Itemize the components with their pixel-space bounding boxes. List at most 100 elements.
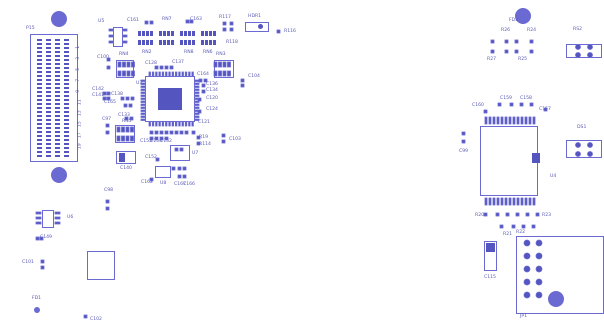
p15-pin: [55, 59, 60, 61]
p15-pin: [46, 135, 51, 137]
rn-pad: [138, 31, 141, 36]
label-c121: C121: [198, 120, 210, 125]
p15-pin: [64, 139, 69, 141]
p15-pin: [55, 43, 60, 45]
p15-pin: [64, 79, 69, 81]
p15-pin: [46, 47, 51, 49]
label-c98: C98: [104, 188, 114, 193]
passive-pad: [483, 212, 488, 217]
p15-pin: [46, 119, 51, 121]
rn-pad: [201, 31, 204, 36]
p15-pin: [37, 51, 42, 53]
p15-pin: [64, 107, 69, 109]
p15-pin: [46, 39, 51, 41]
p15-pin: [46, 59, 51, 61]
label-c100: C100: [97, 55, 109, 60]
p15-pin: [55, 119, 60, 121]
p15-pin: [46, 143, 51, 145]
rn-pad: [163, 31, 166, 36]
passive-pad: [164, 130, 169, 135]
passive-pad: [184, 130, 189, 135]
p15-pin: [64, 151, 69, 153]
rn-pad: [142, 40, 145, 45]
passive-pad: [229, 27, 234, 32]
passive-pad: [40, 259, 45, 264]
p15-pin: [46, 139, 51, 141]
p15-pin: [37, 135, 42, 137]
label-c120: C120: [206, 96, 218, 101]
passive-pad: [499, 224, 504, 229]
label-c101: C101: [22, 260, 34, 265]
rn-pad: [171, 31, 174, 36]
rn-pad: [213, 40, 216, 45]
label-c99: C99: [459, 149, 469, 154]
label-r20: R20: [475, 213, 485, 218]
label-r116: R116: [284, 29, 296, 34]
u3-pin: [148, 121, 151, 127]
p15-pin-number: 7: [76, 78, 82, 82]
p15-pin: [46, 147, 51, 149]
p15-pin: [64, 39, 69, 41]
p15-pin: [37, 55, 42, 57]
passive-pad: [105, 199, 110, 204]
label-c138: C138: [111, 92, 123, 97]
label-c133: C133: [118, 113, 130, 118]
p15-pin: [46, 43, 51, 45]
rn-pad: [142, 31, 145, 36]
p15-pin-number: 5: [76, 67, 82, 71]
p15-pin: [64, 43, 69, 45]
rn-pad: [150, 31, 153, 36]
p15-pin: [55, 123, 60, 125]
p15-pin: [37, 107, 42, 109]
rn-pad: [213, 31, 216, 36]
p15-pin: [64, 83, 69, 85]
passive-pad: [169, 65, 174, 70]
p15-pin: [46, 55, 51, 57]
u3-pin: [174, 121, 178, 127]
label-p15: P15: [26, 26, 35, 31]
p15-pin: [64, 123, 69, 125]
label-r23: R23: [542, 213, 552, 218]
p15-pin: [37, 147, 42, 149]
passive-pad: [185, 19, 190, 24]
chip-u5: [113, 27, 123, 47]
u3-pin: [194, 115, 200, 118]
c140-pad: [119, 153, 125, 162]
p15-pin: [46, 99, 51, 101]
u3-pin: [194, 88, 200, 91]
passive-pad: [529, 39, 534, 44]
connector-p15: [30, 34, 78, 162]
p15-pin: [64, 111, 69, 113]
p15-pin: [37, 143, 42, 145]
passive-pad: [514, 49, 519, 54]
passive-pad: [164, 65, 169, 70]
p15-pin: [64, 143, 69, 145]
rn-pad: [209, 40, 212, 45]
header-hdr1: [245, 22, 269, 32]
label-c142: C142: [92, 87, 104, 92]
p15-pin-number: 13: [77, 110, 83, 117]
rn-pad: [188, 40, 191, 45]
u3-pin: [194, 112, 200, 115]
label-hdr1: HDR1: [248, 14, 262, 19]
p15-pin: [46, 95, 51, 97]
p15-pin: [37, 83, 42, 85]
passive-pad: [83, 314, 88, 319]
rn-row-top: [137, 29, 219, 47]
u5-pin: [122, 34, 128, 38]
rn-pad: [184, 31, 187, 36]
label-ds1: DS1: [577, 125, 587, 130]
passive-pad: [106, 91, 111, 96]
p15-pin: [37, 39, 42, 41]
u4-pins-bottom: [484, 198, 536, 206]
p15-pin: [37, 139, 42, 141]
p15-pin: [46, 151, 51, 153]
passive-pad: [483, 109, 488, 114]
u3-pin: [194, 82, 200, 85]
passive-pad: [240, 78, 245, 83]
rn-pad: [159, 31, 162, 36]
p15-pin: [37, 87, 42, 89]
p15-pin: [46, 91, 51, 93]
passive-pad: [514, 39, 519, 44]
